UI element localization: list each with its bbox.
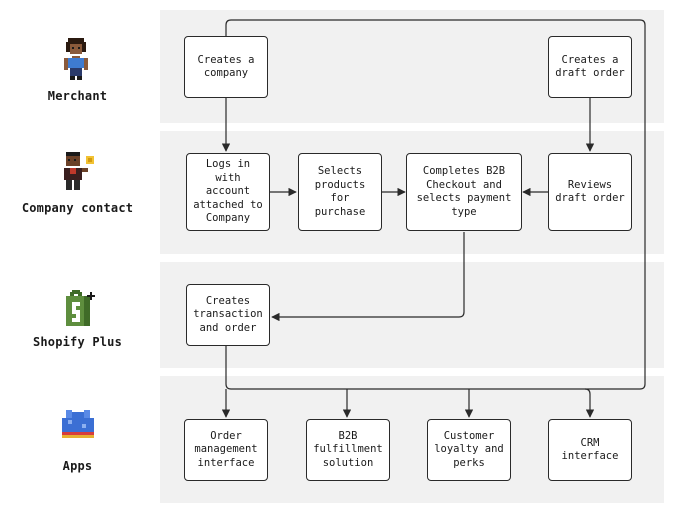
- actor-label-apps: Apps: [62, 459, 93, 473]
- arrow-checkout-to-transaction: [271, 232, 465, 322]
- node-selects-products: Selects products for purchase: [298, 153, 382, 231]
- node-crm-interface: CRM interface: [548, 419, 632, 481]
- apps-puzzle-icon: [62, 410, 94, 438]
- merchant-avatar-icon: [64, 38, 88, 80]
- actor-label-shopify-plus: Shopify Plus: [32, 335, 123, 349]
- node-completes-checkout: Completes B2B Checkout and selects payme…: [406, 153, 522, 231]
- node-creates-transaction: Creates transaction and order: [186, 284, 270, 346]
- company-contact-avatar-icon: [64, 152, 94, 190]
- arrow-to-crm: [584, 388, 595, 418]
- line-outer-loop: [225, 19, 646, 390]
- node-label: Creates a draft order: [555, 53, 625, 80]
- node-label: Creates a company: [197, 53, 255, 80]
- actor-label-company-contact: Company contact: [21, 201, 134, 215]
- node-label: Order management interface: [194, 429, 258, 469]
- node-logs-in: Logs in with account attached to Company: [186, 153, 270, 231]
- node-label: CRM interface: [561, 436, 619, 463]
- node-customer-loyalty: Customer loyalty and perks: [427, 419, 511, 481]
- actor-label-merchant: Merchant: [47, 89, 108, 103]
- node-label: Creates transaction and order: [193, 294, 263, 334]
- node-reviews-draft: Reviews draft order: [548, 153, 632, 231]
- node-label: Logs in with account attached to Company: [193, 158, 263, 225]
- node-order-management: Order management interface: [184, 419, 268, 481]
- node-label: Reviews draft order: [555, 178, 625, 205]
- line-transaction-to-bus: [225, 346, 585, 390]
- node-b2b-fulfillment: B2B fulfillment solution: [306, 419, 390, 481]
- shopify-bag-icon: [66, 290, 95, 326]
- node-creates-company: Creates a company: [184, 36, 268, 98]
- node-label: Customer loyalty and perks: [434, 429, 504, 469]
- node-label: Selects products for purchase: [314, 165, 366, 218]
- node-creates-draft-order: Creates a draft order: [548, 36, 632, 98]
- node-label: B2B fulfillment solution: [313, 429, 383, 469]
- node-label: Completes B2B Checkout and selects payme…: [416, 165, 512, 218]
